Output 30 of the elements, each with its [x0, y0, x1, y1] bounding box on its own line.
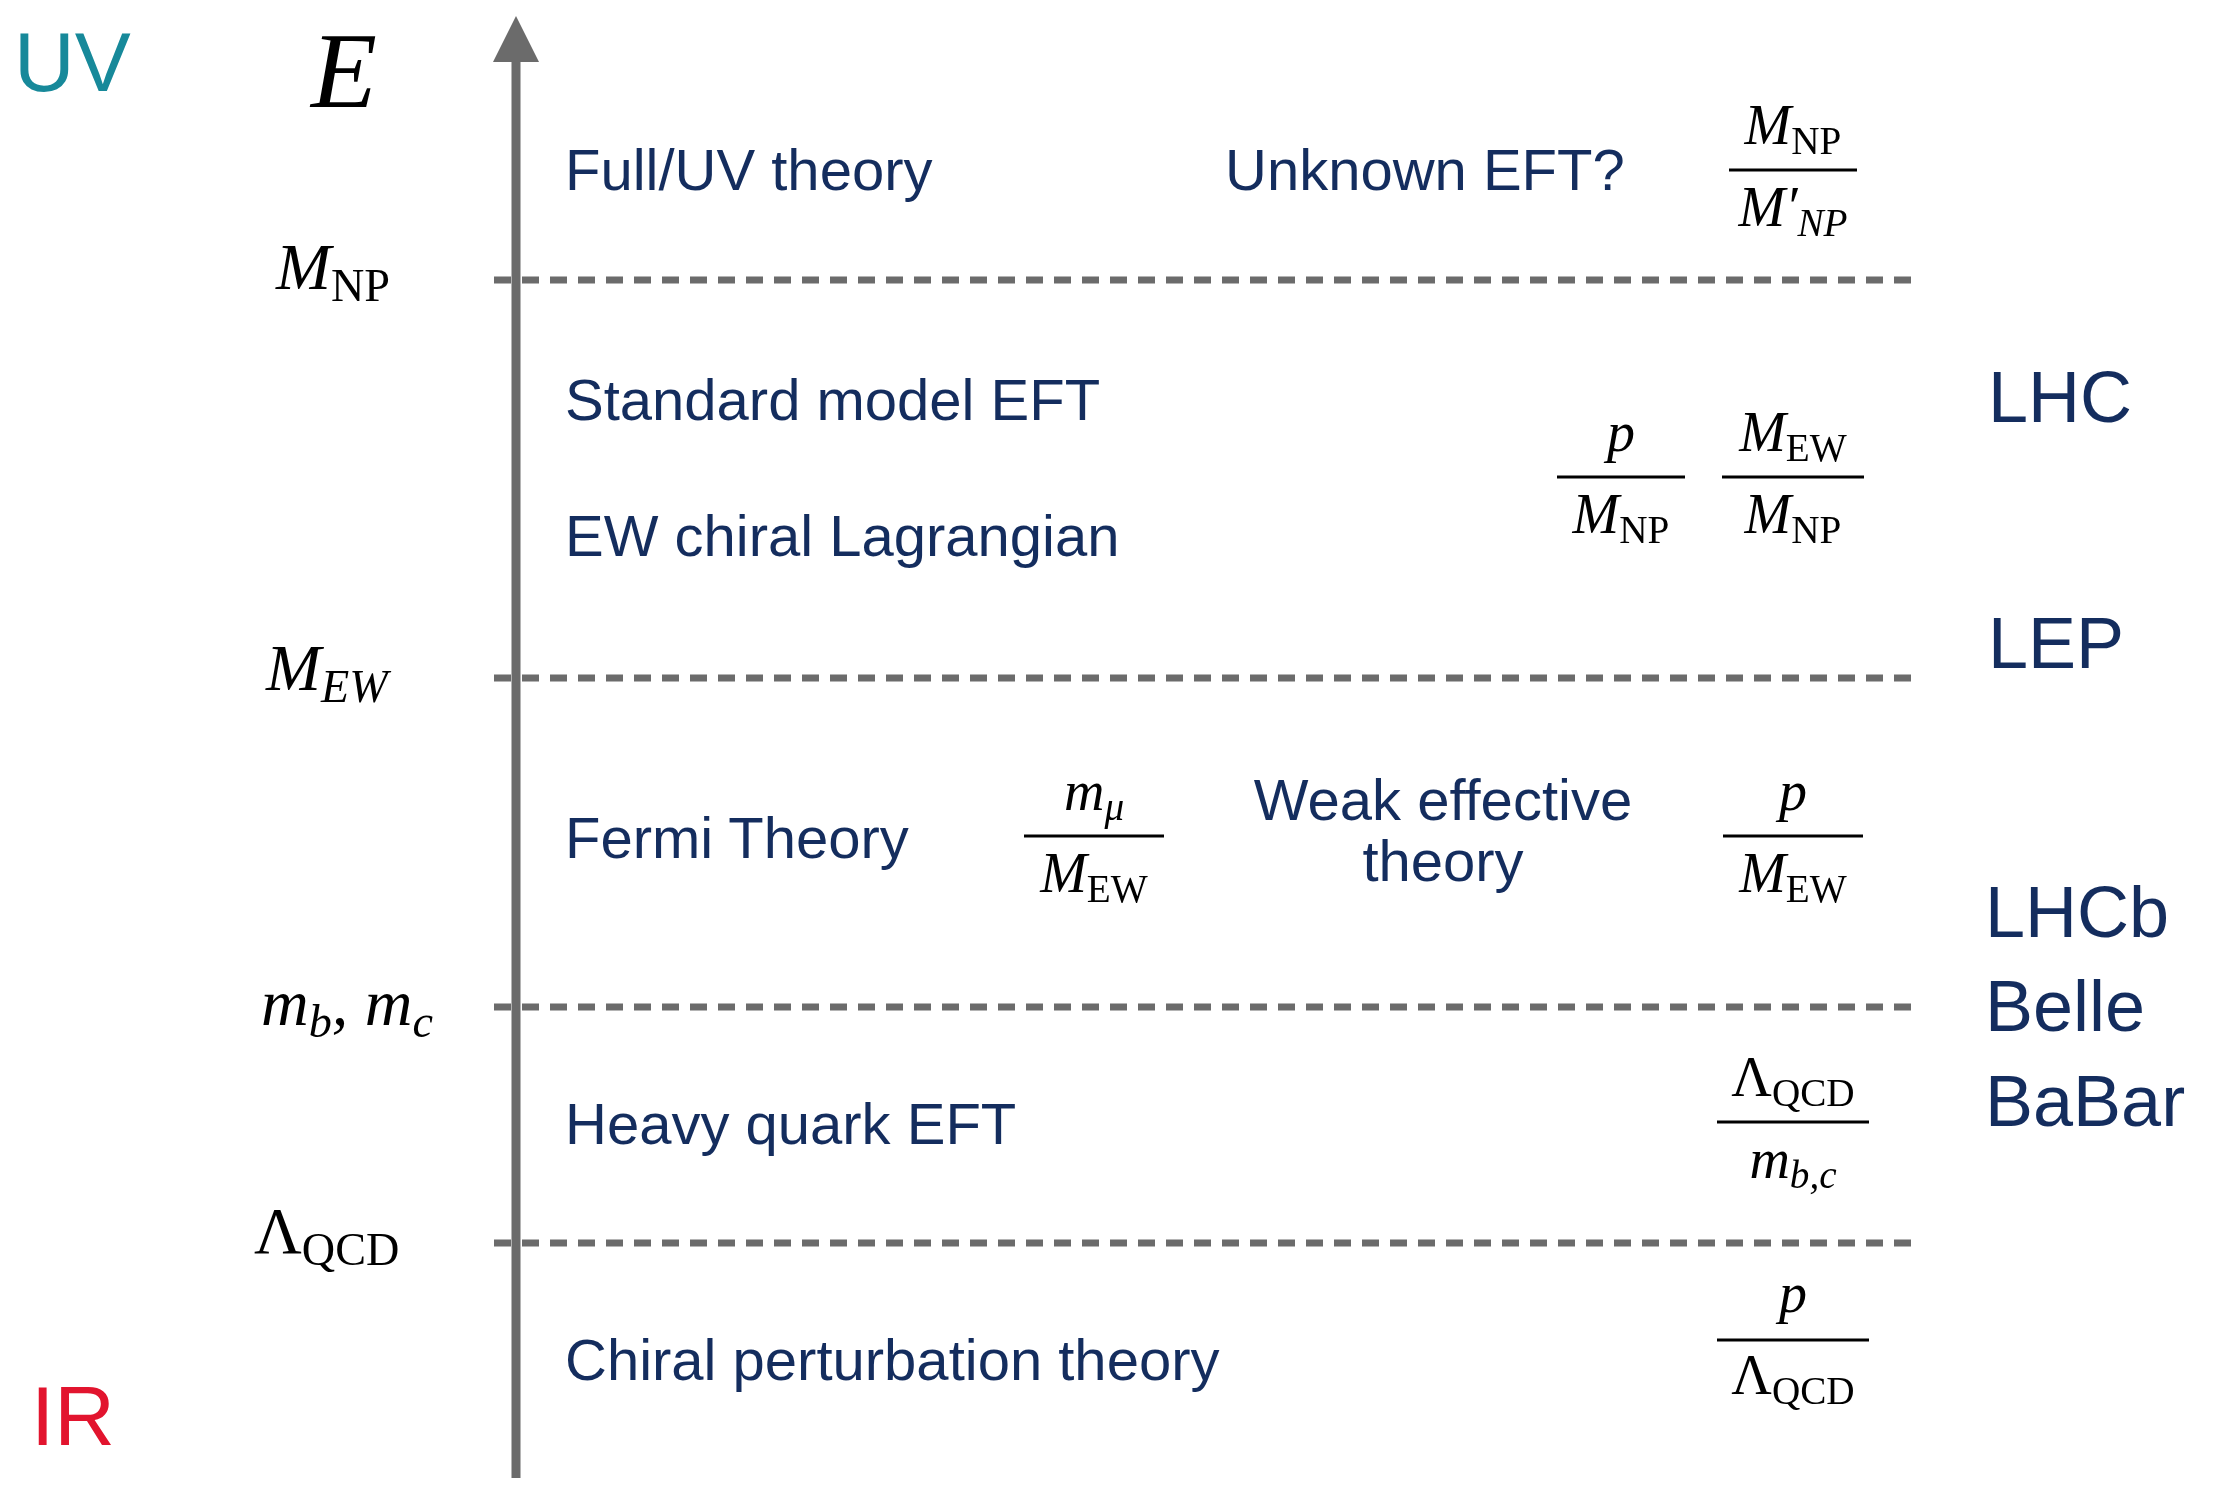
experiment-label: LEP — [1988, 606, 2125, 682]
fraction-denominator: M$_{EW}$ — [1739, 844, 1847, 909]
fraction-numerator: m$_{μ}$ — [1063, 762, 1125, 827]
fraction-denominator: M$_{NP}$ — [1572, 485, 1670, 550]
fraction-denominator: Λ$_{QCD}$ — [1731, 1346, 1855, 1411]
experiment-label: BaBar — [1985, 1064, 2186, 1140]
scale-label: M$_{NP}$ — [276, 232, 391, 311]
ir-label: IR — [31, 1372, 115, 1461]
experiment-label: Belle — [1985, 969, 2146, 1045]
uv-label: UV — [14, 18, 131, 107]
fraction-numerator: M$_{NP}$ — [1744, 96, 1842, 161]
scale-label: Λ$_{QCD}$ — [254, 1196, 400, 1275]
theory-label: Standard model EFT — [565, 370, 1101, 431]
theory-label: Heavy quark EFT — [565, 1094, 1017, 1155]
theory-label: Fermi Theory — [565, 808, 909, 869]
theory-label: Full/UV theory — [565, 140, 933, 201]
fraction-denominator: M′$_{NP}$ — [1738, 178, 1848, 243]
fraction-numerator: M$_{EW}$ — [1739, 403, 1847, 468]
energy-label: E — [311, 14, 377, 128]
theory-label: Chiral perturbation theory — [565, 1330, 1220, 1391]
experiment-label: LHC — [1988, 360, 2133, 436]
theory-label: EW chiral Lagrangian — [565, 506, 1120, 567]
experiment-label: LHCb — [1985, 875, 2170, 951]
fraction-denominator: M$_{NP}$ — [1744, 485, 1842, 550]
fraction-numerator: Λ$_{QCD}$ — [1731, 1048, 1855, 1113]
theory-label: Unknown EFT? — [1225, 140, 1625, 201]
theory-label: Weak effective theory — [1252, 770, 1634, 892]
fraction-denominator: m$_{b,c}$ — [1749, 1130, 1837, 1195]
fraction-denominator: M$_{EW}$ — [1040, 844, 1148, 909]
scale-label: m$_{b}$, m$_{c}$ — [261, 968, 433, 1047]
